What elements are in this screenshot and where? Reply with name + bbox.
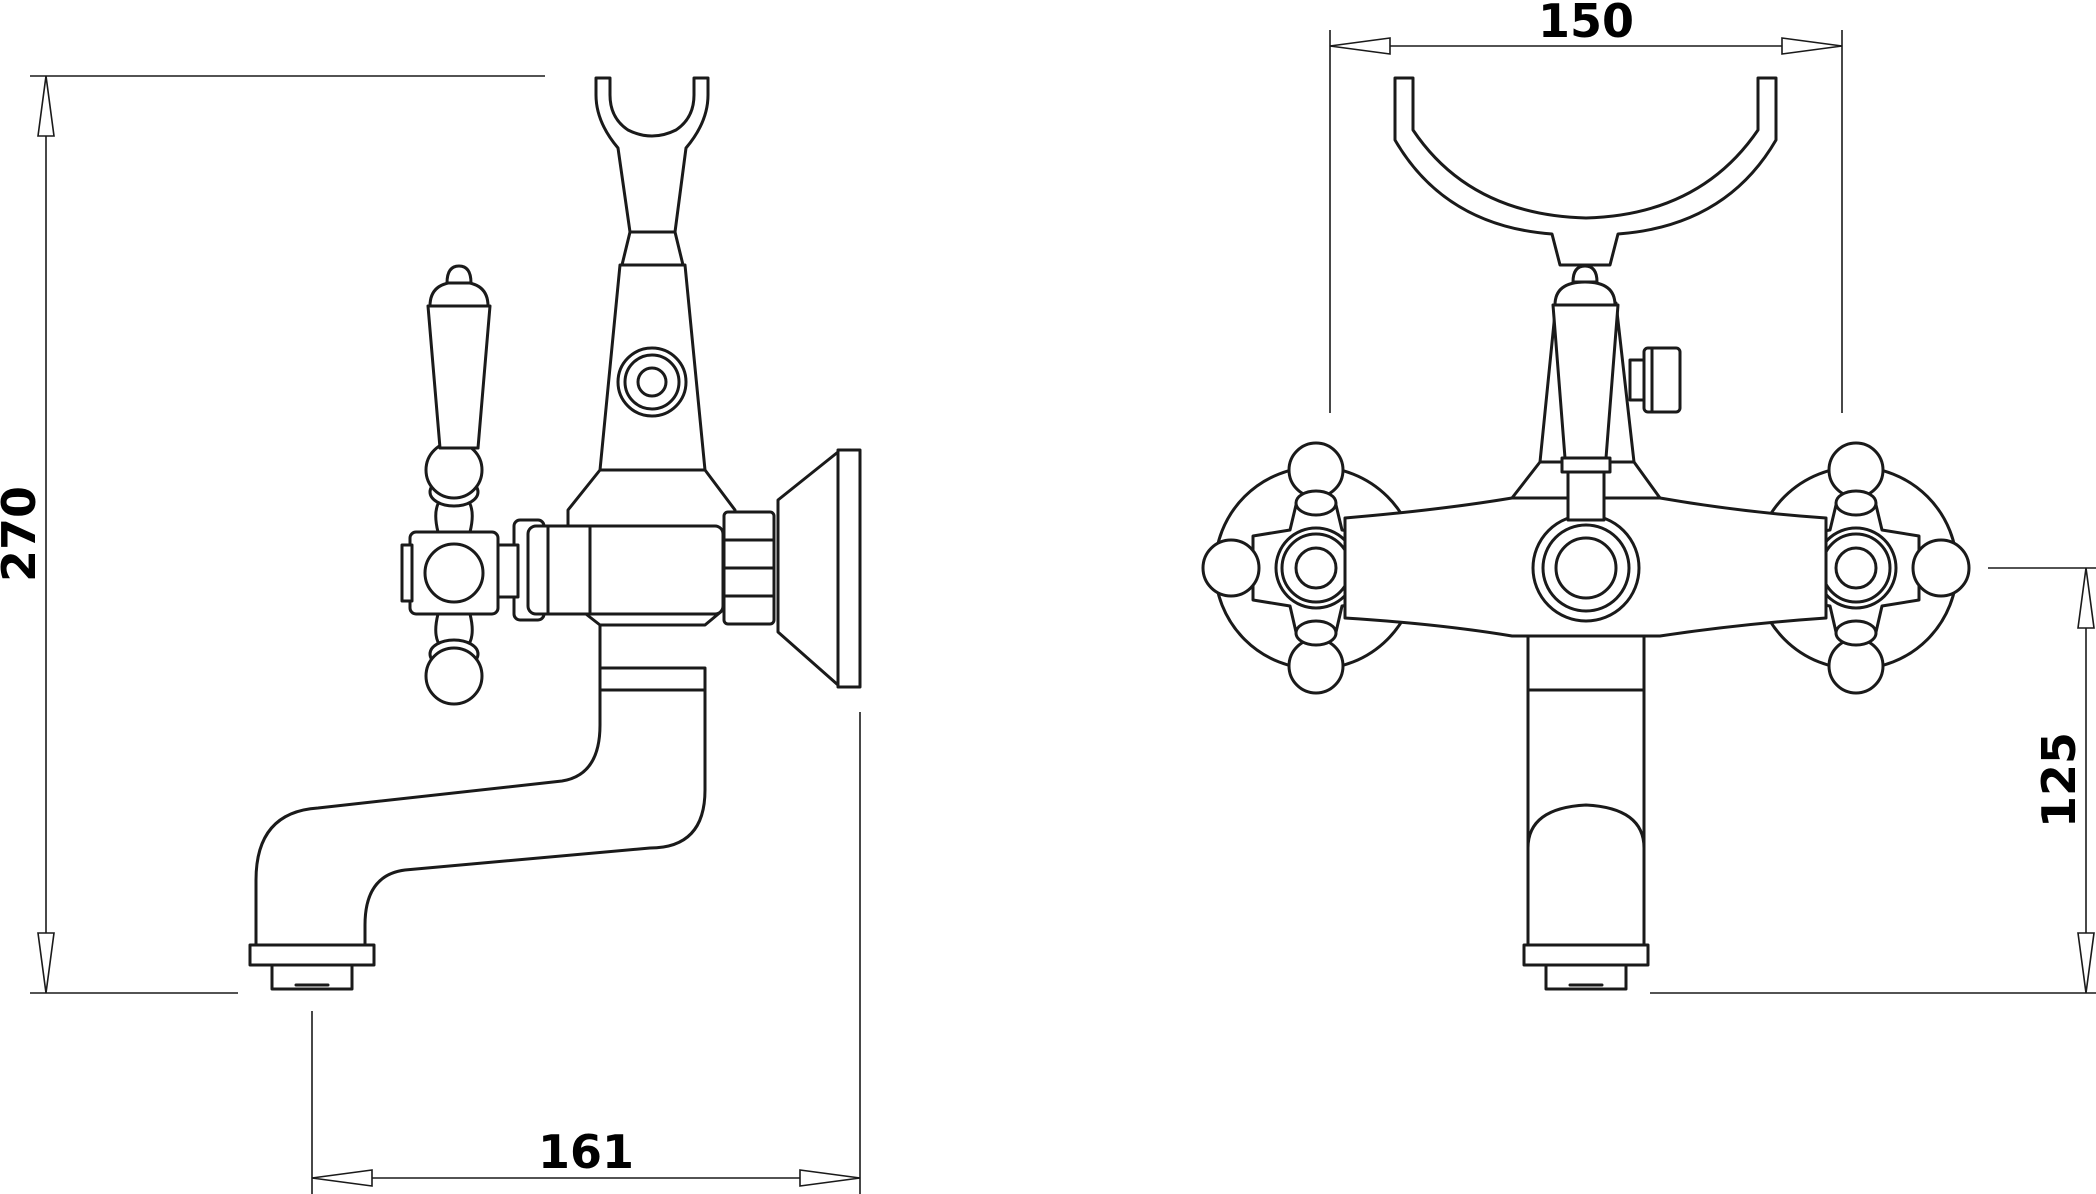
side-wall-flange bbox=[776, 448, 862, 689]
side-spout bbox=[254, 620, 707, 947]
side-cross-handle bbox=[400, 440, 500, 706]
front-view bbox=[1201, 76, 1971, 991]
side-column bbox=[598, 230, 707, 472]
front-shower-holder bbox=[1393, 76, 1778, 267]
side-lever bbox=[426, 264, 492, 450]
side-shower-hook bbox=[594, 76, 710, 234]
dimension-width: 150 bbox=[1329, 0, 1843, 413]
dimension-label-spout-height: 125 bbox=[2032, 732, 2086, 828]
dimension-label-overall-height: 270 bbox=[0, 486, 46, 582]
side-valve-body bbox=[512, 518, 725, 622]
side-aerator-ring bbox=[248, 943, 376, 967]
front-diverter bbox=[1531, 513, 1641, 623]
dimension-label-width: 150 bbox=[1538, 0, 1634, 48]
front-side-outlet bbox=[1628, 346, 1682, 414]
side-view bbox=[248, 76, 862, 991]
front-lever bbox=[1551, 264, 1620, 522]
side-hex-nut bbox=[722, 510, 776, 626]
dimension-spout-height: 125 bbox=[1650, 567, 2096, 994]
dimension-overall-height: 270 bbox=[0, 75, 545, 994]
dimension-projection: 161 bbox=[311, 712, 861, 1194]
dimension-label-projection: 161 bbox=[538, 1125, 634, 1179]
front-spout bbox=[1522, 634, 1650, 991]
